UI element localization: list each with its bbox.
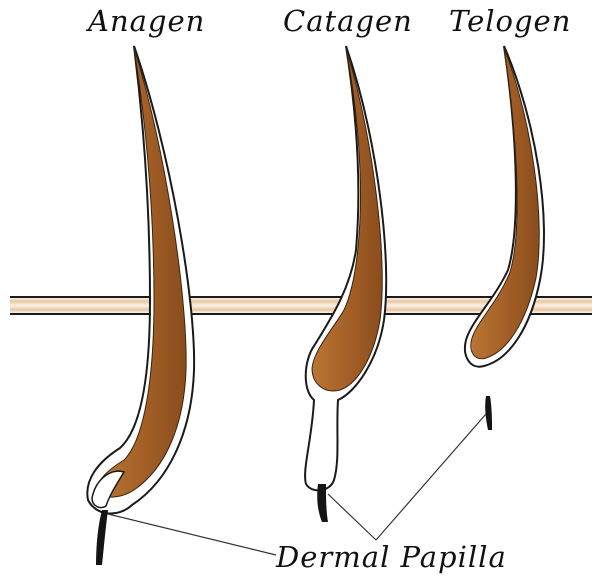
stage-label-telogen: Telogen bbox=[449, 4, 571, 38]
leader-line-anagen bbox=[108, 514, 276, 555]
leader-line-telogen bbox=[376, 414, 486, 540]
telogen-hair bbox=[465, 46, 544, 430]
telogen-dermal-papilla bbox=[485, 396, 492, 430]
stage-label-catagen: Catagen bbox=[283, 4, 413, 38]
leader-line-catagen bbox=[328, 494, 376, 540]
stage-label-anagen: Anagen bbox=[88, 4, 205, 38]
anagen-dermal-papilla bbox=[96, 510, 108, 565]
dermal-papilla-label: Dermal Papilla bbox=[276, 540, 507, 574]
catagen-hair bbox=[305, 46, 386, 522]
